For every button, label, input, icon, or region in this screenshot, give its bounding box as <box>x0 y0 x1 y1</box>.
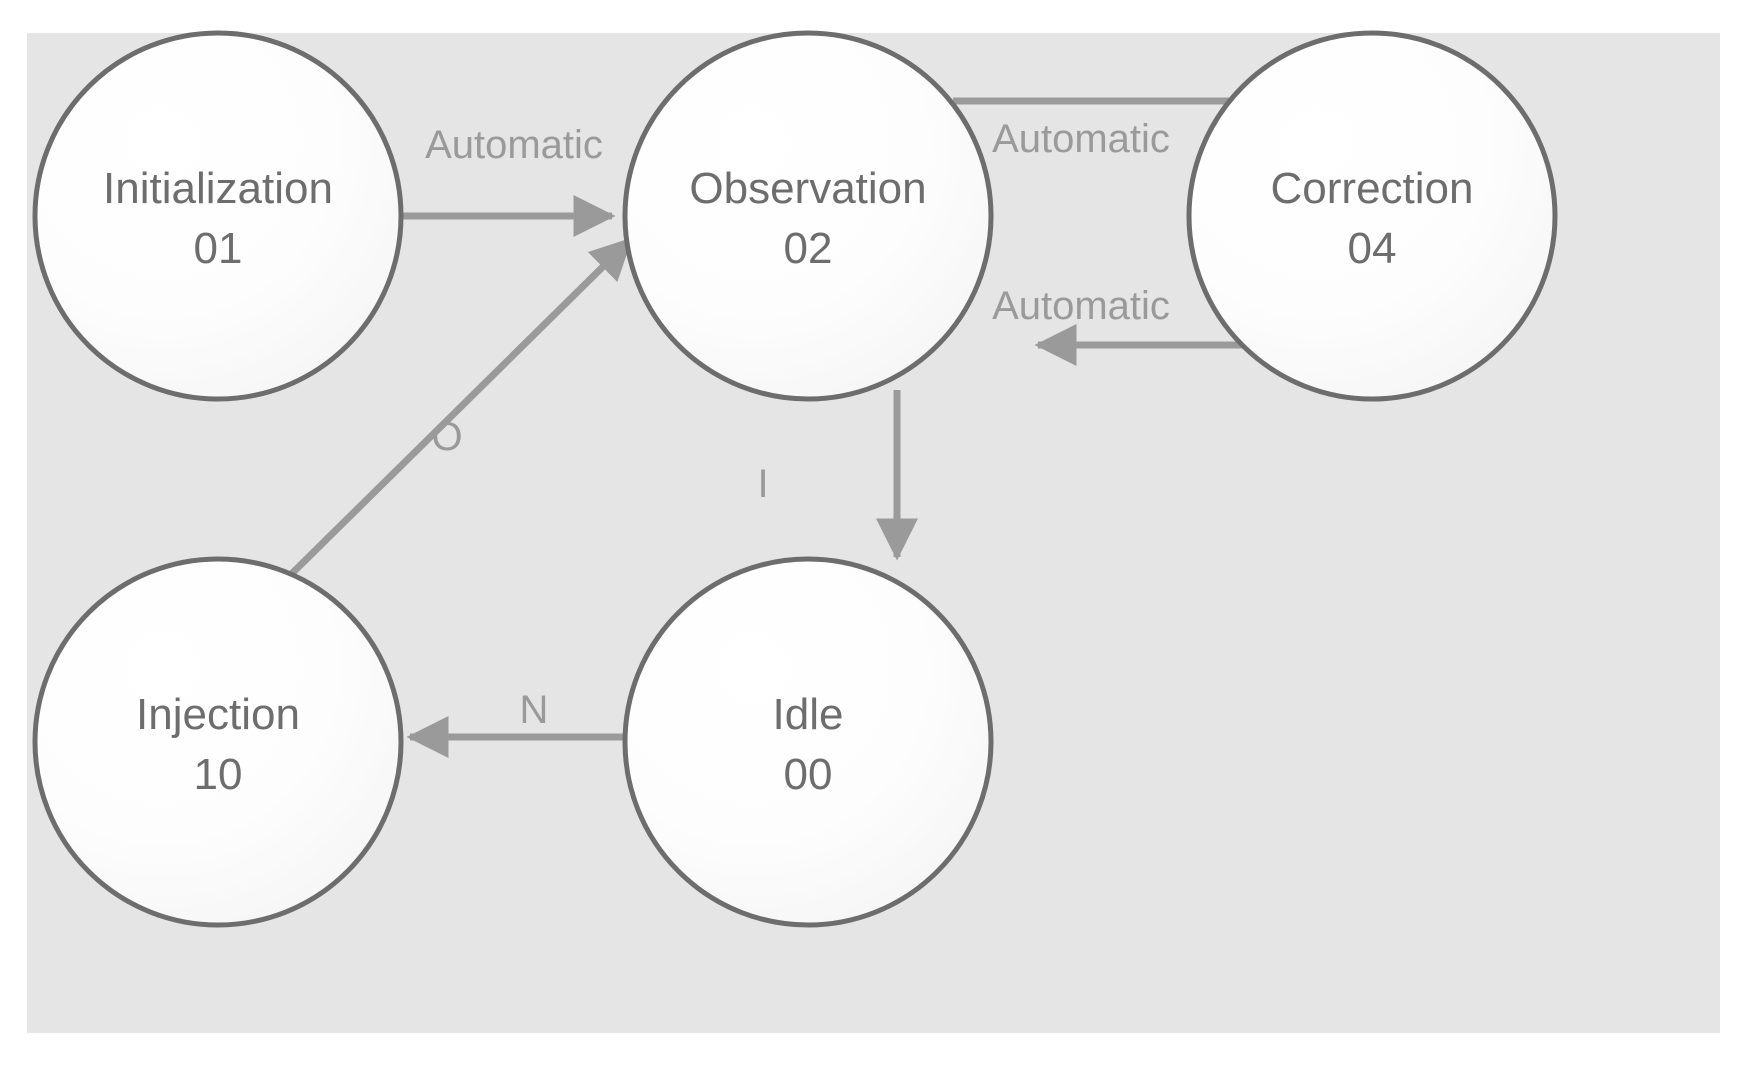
node-observation-label: Observation <box>689 164 926 213</box>
edge-layer <box>259 80 1367 758</box>
edge-label-observation-to-idle: I <box>757 462 768 506</box>
node-idle-label: Idle <box>773 690 844 739</box>
node-correction-circle[interactable] <box>1186 30 1558 402</box>
node-observation[interactable]: Observation 02 <box>622 30 994 402</box>
edge-label-injection-to-observation: O <box>431 415 462 459</box>
node-initialization-code: 01 <box>194 224 243 273</box>
node-injection[interactable]: Injection 10 <box>32 556 404 928</box>
edge-injection-to-observation[interactable] <box>259 237 633 606</box>
node-layer: Initialization 01 Observation 02 Correct… <box>32 30 1558 928</box>
node-observation-circle[interactable] <box>622 30 994 402</box>
node-idle-code: 00 <box>784 750 833 799</box>
node-correction[interactable]: Correction 04 <box>1186 30 1558 402</box>
edge-label-init-to-observation: Automatic <box>425 123 603 167</box>
node-observation-code: 02 <box>784 224 833 273</box>
node-injection-code: 10 <box>194 750 243 799</box>
node-injection-label: Injection <box>136 690 300 739</box>
node-idle[interactable]: Idle 00 <box>622 556 994 928</box>
edge-label-correction-to-observation: Automatic <box>992 284 1170 328</box>
edge-label-idle-to-injection: N <box>520 688 549 732</box>
node-correction-label: Correction <box>1271 164 1474 213</box>
node-correction-code: 04 <box>1348 224 1397 273</box>
node-initialization-circle[interactable] <box>32 30 404 402</box>
edge-label-observation-to-correction: Automatic <box>992 117 1170 161</box>
node-initialization-label: Initialization <box>103 164 333 213</box>
node-idle-circle[interactable] <box>622 556 994 928</box>
node-initialization[interactable]: Initialization 01 <box>32 30 404 402</box>
edge-label-layer: Automatic Automatic Automatic I N O <box>425 117 1170 732</box>
node-injection-circle[interactable] <box>32 556 404 928</box>
